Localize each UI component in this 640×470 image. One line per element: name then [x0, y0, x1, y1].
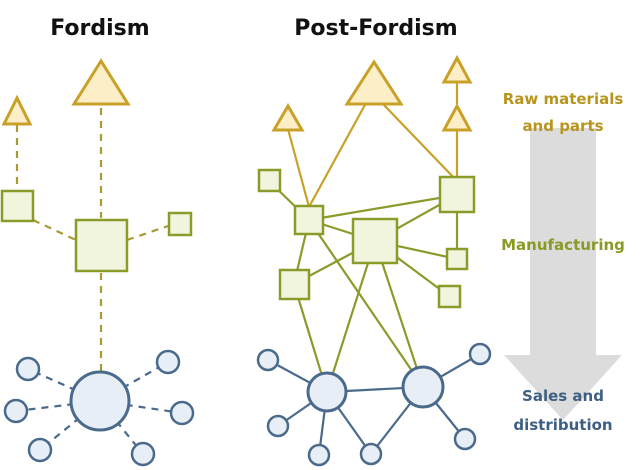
manufacturing-node	[293, 204, 325, 236]
post-fordism-title: Post-Fordism	[294, 16, 457, 41]
sales-node	[266, 414, 290, 438]
sales-node	[256, 348, 280, 372]
manufacturing-label: Manufacturing	[501, 236, 625, 254]
sales-hub	[306, 371, 348, 413]
manufacturing-node	[0, 189, 35, 223]
raw-material-node-small	[1, 94, 33, 126]
raw-materials-label: Raw materials	[503, 90, 624, 108]
manufacturing-node	[438, 175, 476, 214]
sales-distribution-label-line2: distribution	[513, 416, 612, 434]
raw-material-node-large	[71, 58, 131, 106]
manufacturing-node	[278, 268, 311, 301]
sales-node	[359, 442, 383, 466]
mfg-to-sales-link	[325, 240, 377, 393]
manufacturing-node-main	[74, 218, 129, 273]
sales-node	[453, 427, 477, 451]
sales-node	[15, 356, 41, 382]
sales-node	[468, 342, 492, 366]
flow-arrow	[504, 128, 622, 420]
fordism-network	[0, 58, 195, 467]
raw-material-node-small	[441, 102, 473, 132]
raw-material-node-small	[441, 54, 473, 84]
sales-node	[169, 400, 195, 426]
sales-hub	[401, 365, 445, 409]
raw-to-mfg-link	[308, 102, 367, 208]
mfg-to-sales-link	[308, 219, 424, 388]
manufacturing-node-main	[351, 217, 399, 265]
sales-hub	[69, 370, 131, 432]
manufacturing-node	[437, 284, 462, 309]
fordism-title: Fordism	[50, 16, 149, 41]
raw-to-mfg-link	[381, 102, 458, 182]
sales-distribution-label: Sales and	[522, 387, 604, 405]
sales-node	[130, 441, 156, 467]
sales-node	[3, 398, 29, 424]
mfg-to-sales-link	[373, 240, 425, 388]
post-fordism-network	[256, 54, 492, 467]
manufacturing-node	[167, 211, 193, 237]
raw-material-node-large	[344, 59, 404, 106]
manufacturing-node	[257, 168, 282, 193]
manufacturing-node	[445, 247, 469, 271]
mfg-to-mfg-link	[126, 224, 169, 242]
sales-node	[307, 443, 331, 467]
sales-node	[27, 437, 53, 463]
sales-node	[155, 349, 181, 375]
raw-material-node-small	[271, 103, 305, 132]
raw-to-mfg-link	[286, 128, 311, 208]
mfg-link	[308, 193, 458, 222]
raw-materials-label-line2: and parts	[522, 117, 603, 135]
mfg-to-mfg-link	[32, 219, 77, 241]
